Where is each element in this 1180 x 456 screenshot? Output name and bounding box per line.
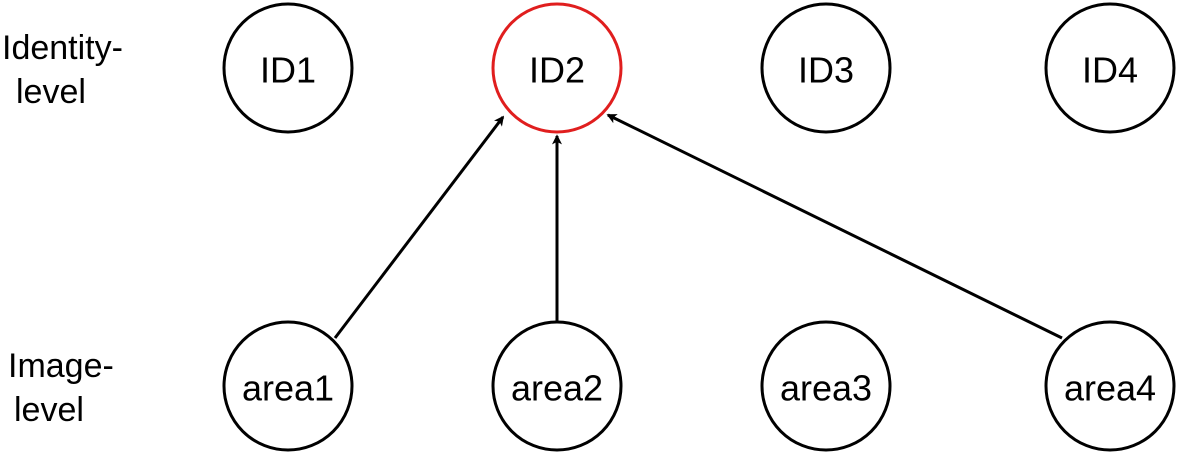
node-id1-circle [222,2,354,134]
node-id3-label: ID3 [798,50,854,91]
node-area1-label: area1 [242,368,334,409]
node-id4-circle [1044,2,1176,134]
node-area4: area4 [1044,320,1176,452]
node-area3-label: area3 [780,368,872,409]
node-area3: area3 [760,320,892,452]
node-id1: ID1 [222,2,354,134]
edge-area1-to-id2 [333,115,505,339]
identity-level-label-line1: Identity- [2,29,123,67]
identity-level-label: Identity- level [2,29,132,111]
node-id2: ID2 [491,2,623,134]
image-level-label-line1: Image- [8,347,114,385]
node-id3: ID3 [760,2,892,134]
node-id1-label: ID1 [260,50,316,91]
node-area1: area1 [222,320,354,452]
node-id3-circle [760,2,892,134]
node-area4-label: area4 [1064,368,1156,409]
node-id4: ID4 [1044,2,1176,134]
node-area2-circle [491,320,623,452]
identity-level-label-line2: level [16,73,86,111]
node-id2-circle [491,2,623,134]
node-area3-circle [760,320,892,452]
node-id2-label: ID2 [529,50,585,91]
node-area4-circle [1044,320,1176,452]
image-level-label-line2: level [14,391,84,429]
image-level-label: Image- level [8,347,123,429]
node-area2: area2 [491,320,623,452]
edge-area4-to-id2 [606,113,1063,340]
node-area2-label: area2 [511,368,603,409]
node-id4-label: ID4 [1082,50,1138,91]
node-area1-circle [222,320,354,452]
